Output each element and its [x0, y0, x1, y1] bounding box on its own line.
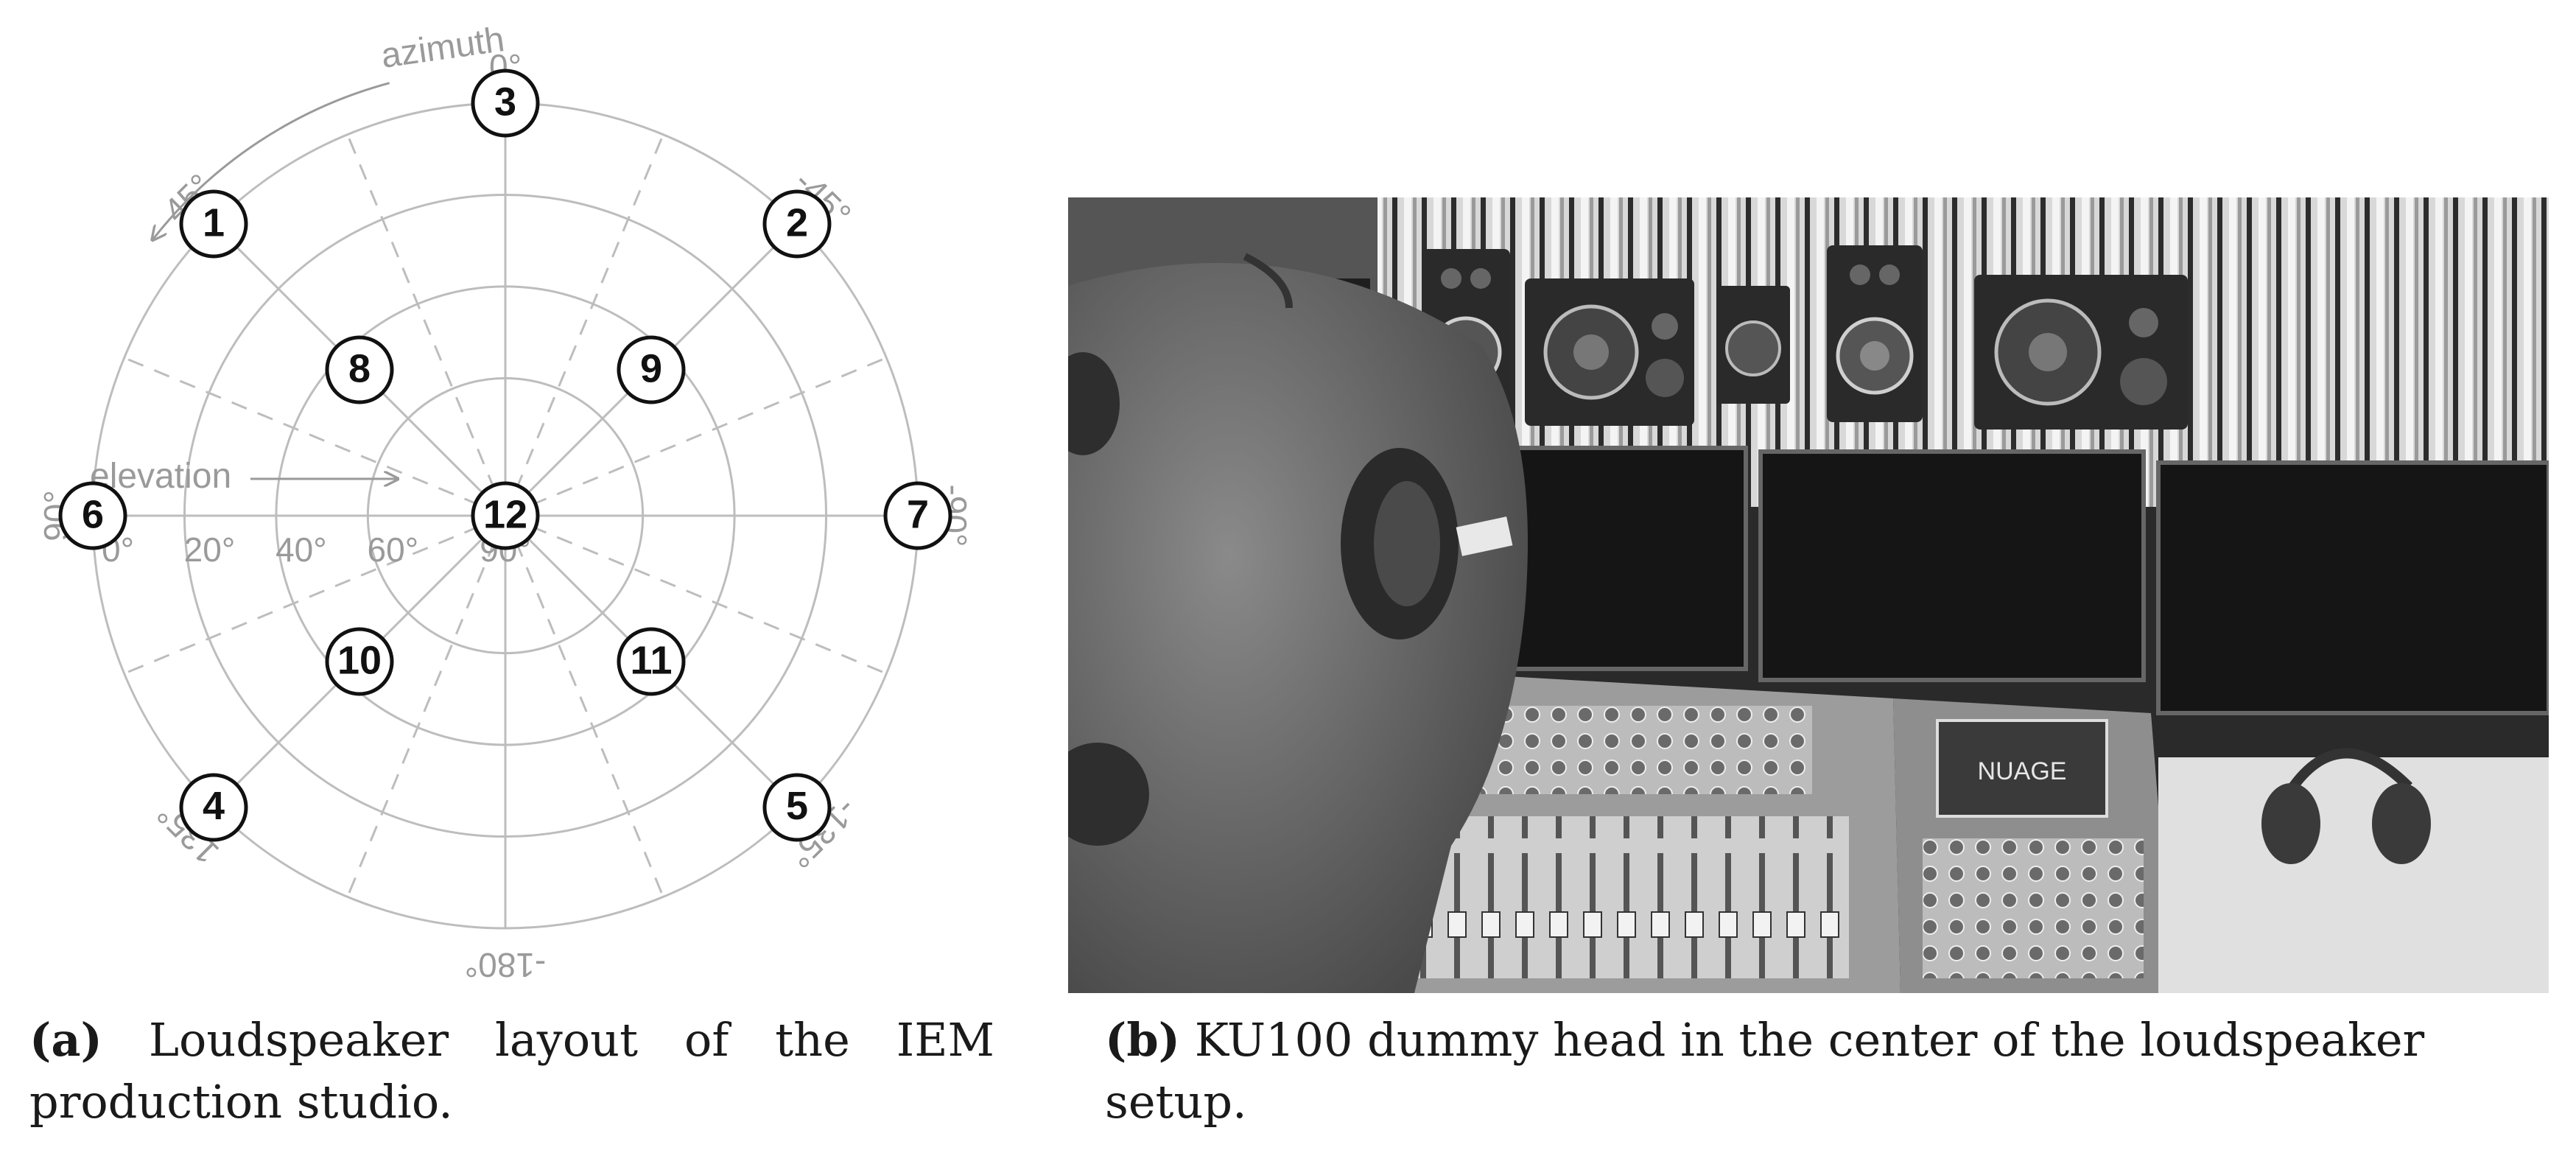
speaker-label: 9	[640, 346, 662, 390]
speaker-label: 4	[203, 784, 225, 828]
speaker-2: 2	[762, 189, 832, 259]
speaker-4: 4	[179, 773, 248, 842]
ku100-dummy-head	[1068, 253, 1528, 993]
speaker-label: 11	[630, 638, 672, 682]
loudspeaker-layout-diagram: 0°45°-45°90°-90°135°-135°-180° 0°20°40°6…	[37, 20, 974, 984]
elevation-tick-label: 20°	[184, 530, 236, 569]
azimuth-gridline-dashed	[346, 515, 507, 897]
elevation-tick-label: 60°	[368, 530, 419, 569]
azimuth-gridline-dashed	[505, 357, 887, 517]
azimuth-gridline-dashed	[124, 514, 506, 675]
azimuth-tick-label: -180°	[465, 946, 546, 984]
azimuth-label: azimuth	[379, 20, 507, 76]
speaker-8: 8	[325, 335, 394, 404]
speaker-label: 3	[494, 80, 516, 124]
speaker-circle	[471, 481, 540, 550]
speaker-circle	[325, 335, 394, 404]
speaker-circle	[179, 773, 248, 842]
caption-b-text: KU100 dummy head in the center of the lo…	[1105, 1013, 2425, 1129]
speaker-label: 1	[203, 200, 225, 245]
speaker-circle	[58, 481, 127, 550]
azimuth-gridline-dashed	[124, 357, 506, 517]
speaker-11: 11	[617, 627, 686, 696]
elevation-ticks: 0°20°40°60°90°	[102, 530, 531, 569]
speaker-7: 7	[883, 481, 952, 550]
speaker-label: 2	[786, 200, 808, 245]
elevation-tick-label: 40°	[276, 530, 327, 569]
speaker-label: 6	[82, 492, 104, 536]
azimuth-gridline-dashed	[346, 134, 507, 516]
speaker-circle	[471, 69, 540, 138]
azimuth-gridline-dashed	[504, 134, 664, 516]
azimuth-arrow	[152, 82, 390, 240]
azimuth-gridline-dashed	[505, 514, 887, 675]
speaker-circle	[325, 627, 394, 696]
speaker-circle	[617, 335, 686, 404]
caption-b-tag: (b)	[1105, 1013, 1181, 1067]
speaker-label: 10	[337, 638, 382, 682]
console-screen-text: NUAGE	[1978, 757, 2067, 785]
studio-photo: NUAGE	[1068, 197, 2549, 993]
speaker-5: 5	[762, 773, 832, 842]
speaker-12: 12	[471, 481, 540, 550]
speaker-circle	[762, 189, 832, 259]
speaker-circle	[617, 627, 686, 696]
speaker-label: 12	[483, 492, 527, 536]
speaker-label: 8	[348, 346, 371, 390]
caption-b: (b) KU100 dummy head in the center of th…	[1105, 1009, 2571, 1133]
speaker-3: 3	[471, 69, 540, 138]
speaker-circle	[762, 773, 832, 842]
speaker-6: 6	[58, 481, 127, 550]
speaker-10: 10	[325, 627, 394, 696]
caption-a-tag: (a)	[29, 1013, 102, 1067]
headphones	[2261, 748, 2431, 864]
speaker-label: 5	[786, 784, 808, 828]
speaker-9: 9	[617, 335, 686, 404]
caption-a-text: Loudspeaker layout of the IEM production…	[29, 1013, 995, 1129]
caption-a: (a) Loudspeaker layout of the IEM produc…	[29, 1009, 994, 1133]
speaker-1: 1	[179, 189, 248, 259]
speaker-circle	[179, 189, 248, 259]
mixing-console: NUAGE	[1289, 669, 2549, 993]
azimuth-gridline-dashed	[504, 515, 664, 897]
speaker-circle	[883, 481, 952, 550]
speaker-label: 7	[907, 492, 929, 536]
